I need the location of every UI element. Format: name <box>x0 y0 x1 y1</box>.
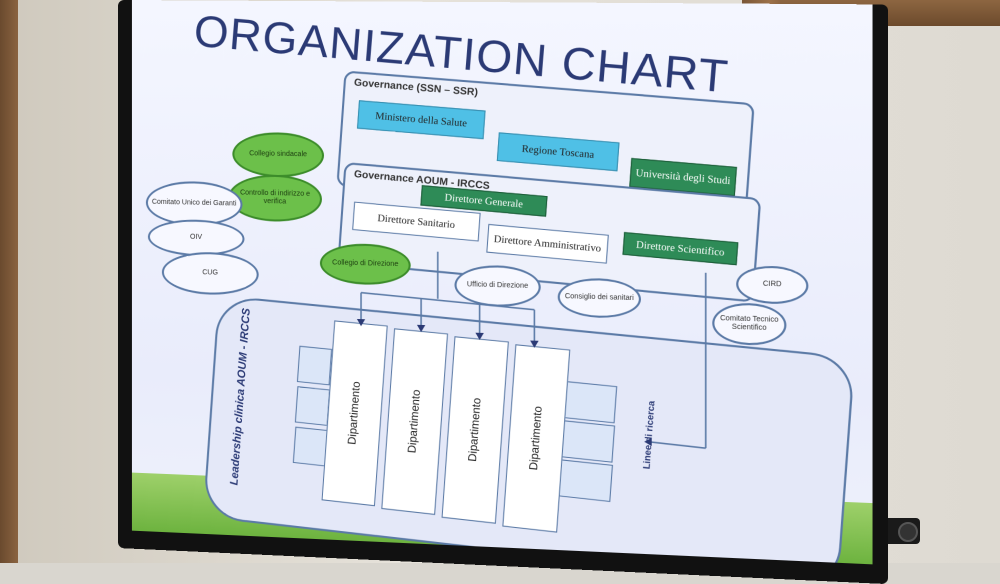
cug-oval: CUG <box>161 251 259 296</box>
department-label: Dipartimento <box>466 397 484 463</box>
side-tab <box>296 345 333 386</box>
direttore-amministrativo-box: Direttore Amministrativo <box>486 223 609 264</box>
webcam-lens-icon <box>898 522 918 542</box>
wooden-post <box>0 0 18 563</box>
tv-monitor: ORGANIZATION CHART Governance (SSN – SSR… <box>118 0 889 584</box>
side-tab <box>559 420 616 463</box>
department-label: Dipartimento <box>527 405 545 471</box>
comitato-tecnico-oval: Comitato Tecnico Scientifico <box>712 302 787 347</box>
slide: ORGANIZATION CHART Governance (SSN – SSR… <box>131 0 873 565</box>
controllo-oval: Controllo di indirizzo e verifica <box>228 174 322 223</box>
oiv-oval: OIV <box>147 218 245 258</box>
department-label: Dipartimento <box>406 389 424 454</box>
side-tab <box>561 380 618 424</box>
regione-box: Regione Toscana <box>496 132 620 172</box>
side-tab <box>292 426 329 467</box>
side-tab <box>557 459 613 503</box>
direttore-scientifico-box: Direttore Scientifico <box>622 232 739 266</box>
side-tab <box>294 386 331 426</box>
collegio-sindacale-oval: Collegio sindacale <box>232 131 325 178</box>
department-label: Dipartimento <box>346 380 363 446</box>
governance-ssn-label: Governance (SSN – SSR) <box>353 77 479 99</box>
ministero-box: Ministero della Salute <box>356 100 486 140</box>
